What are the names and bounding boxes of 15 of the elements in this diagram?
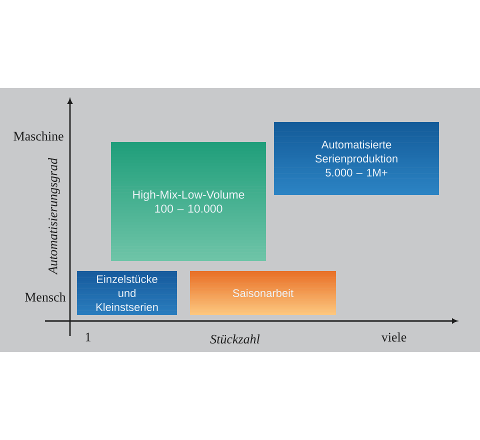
node-label: High-Mix-Low-Volume <box>133 190 244 201</box>
category-box: Einzelstücke und Kleinstserien <box>77 271 177 315</box>
category-box: High-Mix-Low-Volume 100 – 10.000 <box>111 142 266 261</box>
scale-label: 1 <box>86 332 90 342</box>
category-box: Automatisierte Serienproduktion 5.000 – 1M+ <box>274 122 439 195</box>
axis-title: Automatisierungsgrad <box>48 158 60 275</box>
scale-label: viele <box>381 332 406 342</box>
node-label: Automatisierte Serienproduktion <box>315 140 398 165</box>
node-label: 5.000 – 1M+ <box>326 168 388 177</box>
category-box: Saisonarbeit <box>190 271 336 315</box>
scale-label: Maschine <box>14 131 64 141</box>
node-label: Saisonarbeit <box>232 288 294 298</box>
axis-title: Stückzahl <box>210 334 260 344</box>
node-label: 100 – 10.000 <box>155 204 222 213</box>
node-label: Einzelstücke und Kleinstserien <box>96 274 158 312</box>
